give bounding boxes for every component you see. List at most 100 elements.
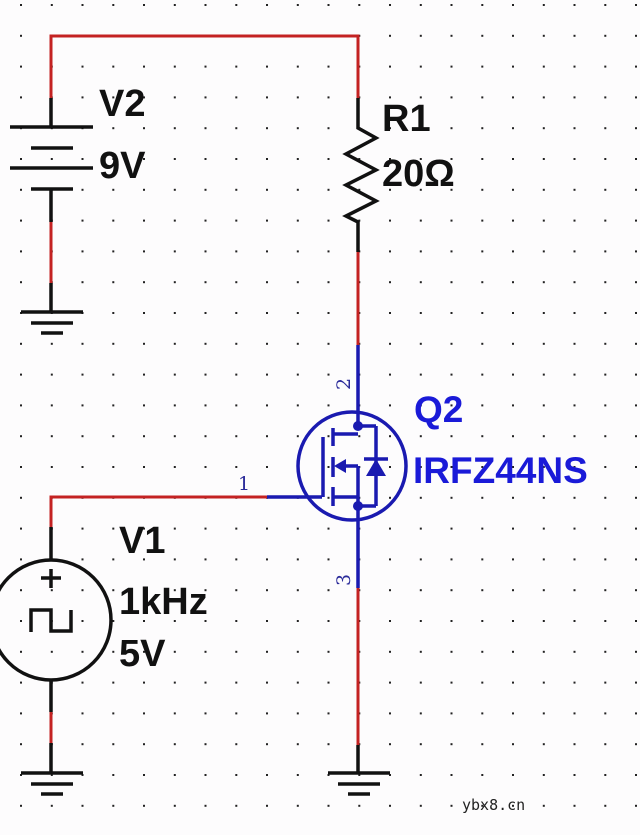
grid-dot: [20, 4, 22, 6]
grid-dot: [173, 527, 176, 530]
q2-part-label: IRFZ44NS: [413, 450, 588, 491]
grid-dot: [389, 158, 391, 160]
grid-dot: [81, 650, 84, 653]
grid-dot: [81, 435, 84, 438]
grid-dot: [20, 34, 22, 37]
v2-battery[interactable]: V2 9V: [10, 83, 146, 222]
grid-dot: [604, 373, 607, 376]
grid-dot: [573, 219, 576, 222]
wire-top-net[interactable]: [49, 34, 360, 100]
grid-dot: [81, 342, 84, 345]
grid-dot: [296, 312, 299, 314]
grid-dot: [604, 404, 607, 407]
grid-dot: [296, 188, 299, 191]
grid-dot: [327, 681, 330, 684]
grid-dot: [204, 620, 207, 622]
grid-dot: [327, 620, 330, 622]
grid-dot: [450, 743, 453, 746]
grid-dot: [296, 65, 299, 68]
grid-dot: [389, 620, 391, 622]
grid-dot: [542, 158, 545, 160]
grid-dot: [173, 127, 176, 130]
grid-dot: [20, 281, 22, 284]
grid-dot: [327, 589, 330, 592]
grid-dot: [266, 466, 268, 468]
grid-dot: [327, 558, 330, 561]
grid-dot: [266, 558, 268, 561]
grid-dot: [266, 127, 268, 130]
grid-dot: [635, 342, 637, 345]
grid-dot: [112, 804, 115, 807]
grid-dot: [573, 188, 576, 191]
grid-dot: [419, 712, 422, 715]
grid-dot: [81, 219, 84, 222]
grid-dot: [81, 250, 84, 253]
grid-dot: [604, 466, 607, 468]
grid-dot: [173, 188, 176, 191]
grid-dot: [512, 435, 514, 438]
grid-dot: [573, 158, 576, 160]
grid-dot: [50, 4, 53, 6]
grid-dot: [173, 681, 176, 684]
grid-dot: [635, 558, 637, 561]
grid-dot: [512, 219, 514, 222]
grid-dot: [389, 650, 391, 653]
grid-dot: [604, 4, 607, 6]
grid-dot: [635, 774, 637, 776]
grid-dot: [173, 96, 176, 99]
v1-amplitude-label: 5V: [119, 633, 166, 675]
grid-dot: [512, 466, 514, 468]
grid-dot: [358, 219, 361, 222]
grid-dot: [81, 681, 84, 684]
grid-dot: [81, 158, 84, 160]
grid-dot: [81, 281, 84, 284]
grid-dot: [112, 65, 115, 68]
grid-dot: [296, 158, 299, 160]
grid-dot: [50, 435, 53, 438]
grid-dot: [573, 620, 576, 622]
watermark: ybx8.cn: [462, 796, 525, 814]
grid-dot: [204, 743, 207, 746]
grid-dot: [573, 496, 576, 499]
grid-dot: [604, 312, 607, 314]
grid-dot: [327, 281, 330, 284]
grid-dot: [81, 4, 84, 6]
grid-dot: [20, 496, 22, 499]
grid-dot: [542, 435, 545, 438]
grid-dot: [419, 65, 422, 68]
grid-dot: [143, 4, 145, 6]
grid-dot: [81, 188, 84, 191]
grid-dot: [20, 589, 22, 592]
grid-dot: [512, 804, 514, 807]
grid-dot: [173, 743, 176, 746]
grid-dot: [419, 34, 422, 37]
grid-dot: [481, 127, 484, 130]
grid-dot: [112, 342, 115, 345]
grid-dot: [512, 34, 514, 37]
grid-dot: [419, 466, 422, 468]
q2-mosfet[interactable]: 2 3 1 Q2 IRFZ44NS: [238, 345, 588, 588]
grid-dot: [635, 804, 637, 807]
r1-resistor[interactable]: R1 20Ω: [342, 98, 455, 252]
grid-dot: [143, 188, 145, 191]
grid-dot: [481, 34, 484, 37]
grid-dot: [327, 219, 330, 222]
grid-dot: [266, 312, 268, 314]
grid-dot: [204, 650, 207, 653]
grid-dot: [266, 435, 268, 438]
v1-source[interactable]: V1 1kHz 5V: [0, 520, 208, 712]
grid-dot: [604, 527, 607, 530]
grid-dot: [143, 404, 145, 407]
grid-dot: [481, 4, 484, 6]
grid-dot: [450, 158, 453, 160]
wire-v1-to-gate-h[interactable]: [49, 495, 269, 529]
grid-dot: [143, 650, 145, 653]
grid-dot: [419, 96, 422, 99]
grid-dot: [173, 158, 176, 160]
grid-dot: [204, 96, 207, 99]
grid-dot: [20, 743, 22, 746]
grid-dot: [481, 96, 484, 99]
grid-dot: [143, 527, 145, 530]
grid-dot: [635, 743, 637, 746]
grid-dot: [481, 312, 484, 314]
